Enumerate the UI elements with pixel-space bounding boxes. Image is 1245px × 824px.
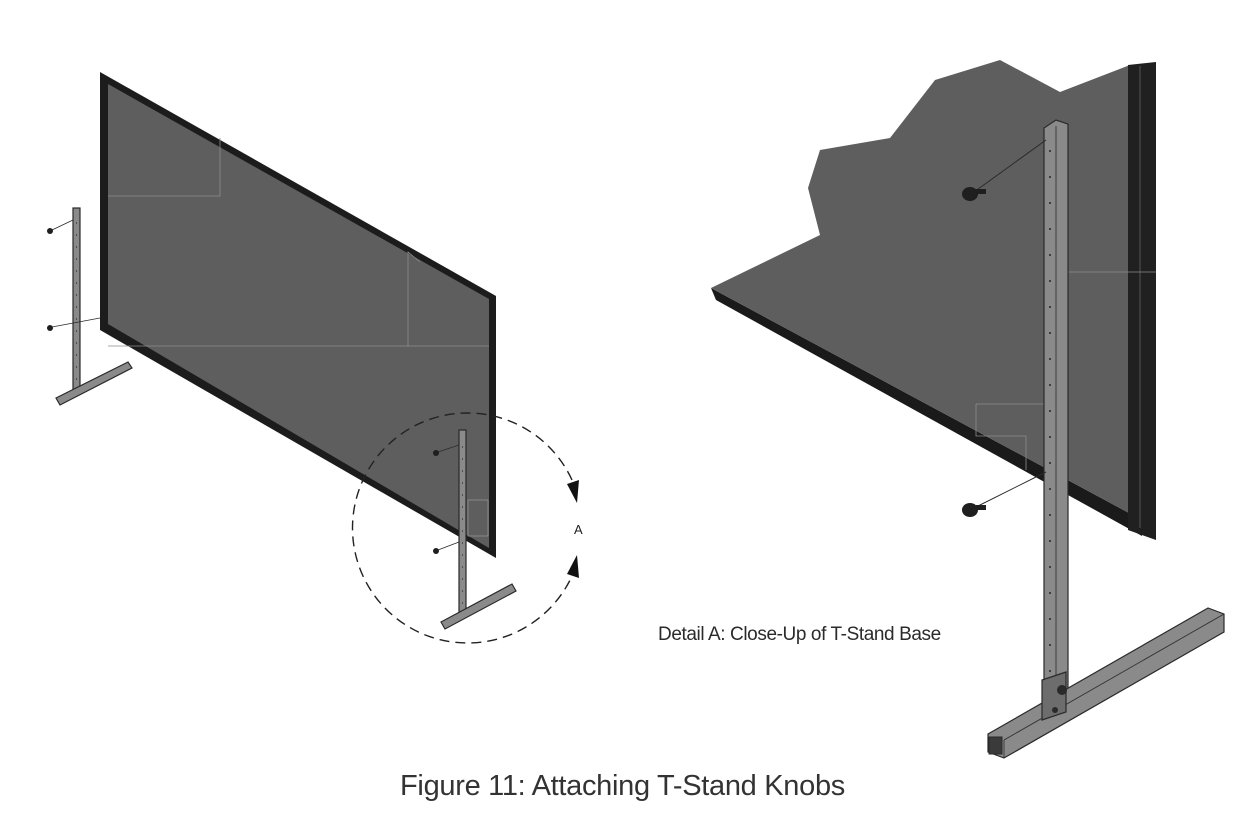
base-bolt-icon [1057, 685, 1067, 695]
knob-icon [433, 541, 460, 554]
closeup-screen-frame [1128, 62, 1156, 540]
closeup-t-stand-foot [987, 607, 1225, 759]
detail-a-callout [351, 412, 579, 644]
closeup-screen-edge [711, 288, 1142, 536]
knob-icon [962, 139, 1047, 201]
closeup-foot-tube-end [988, 736, 1003, 755]
knob-icon [47, 219, 74, 234]
right-t-stand-upright [458, 429, 467, 617]
left-t-stand [47, 207, 133, 406]
screen-panel-seam [108, 251, 421, 347]
knob-icon [962, 471, 1047, 517]
detail-callout-circle [351, 412, 573, 644]
knob-icon [47, 317, 101, 331]
knob-icon [433, 444, 460, 456]
arrow-up-icon [567, 555, 579, 578]
arrow-down-icon [567, 480, 579, 503]
closeup-base-bracket [1041, 671, 1067, 721]
detail-caption: Detail A: Close-Up of T-Stand Base [658, 624, 941, 645]
figure-caption: Figure 11: Attaching T-Stand Knobs [400, 770, 845, 802]
left-t-stand-foot [55, 361, 133, 406]
closeup-screen-surface [711, 60, 1142, 520]
detail-marker-label: A [574, 522, 583, 537]
right-t-stand-foot [440, 583, 517, 630]
screen-assembly-overview [47, 72, 579, 644]
closeup-t-stand [987, 119, 1225, 759]
screen-panel-seam [108, 138, 221, 197]
detail-a-closeup [711, 60, 1225, 759]
screen-surface [108, 84, 489, 548]
right-t-stand [433, 429, 517, 630]
